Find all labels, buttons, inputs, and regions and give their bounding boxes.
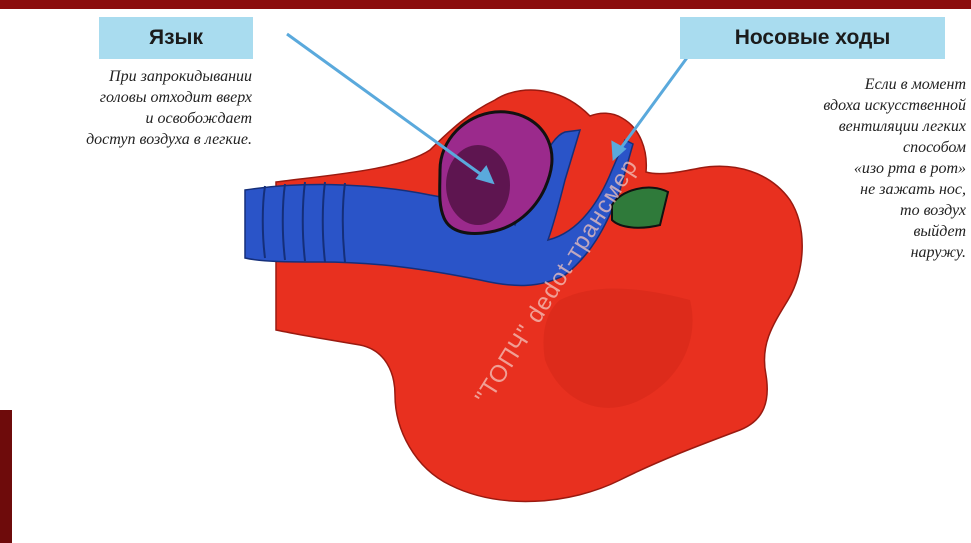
caption-line: наружу.: [720, 242, 966, 263]
caption-line: способом: [720, 137, 966, 158]
caption-line: Если в момент: [720, 74, 966, 95]
caption-line: то воздух: [720, 200, 966, 221]
tongue-label: Язык: [99, 17, 253, 59]
nasal-passages-label: Носовые ходы: [680, 17, 945, 59]
caption-line: не зажать нос,: [720, 179, 966, 200]
caption-line: вентиляции легких: [720, 116, 966, 137]
caption-line: доступ воздуха в легкие.: [30, 129, 252, 150]
caption-line: При запрокидывании: [30, 66, 252, 87]
caption-line: вдоха искусственной: [720, 95, 966, 116]
tongue-caption: При запрокидывании головы отходит вверх …: [30, 66, 252, 150]
caption-line: выйдет: [720, 221, 966, 242]
caption-line: «изо рта в рот»: [720, 158, 966, 179]
nasal-passages-caption: Если в момент вдоха искусственной вентил…: [720, 74, 966, 263]
caption-line: и освобождает: [30, 108, 252, 129]
caption-line: головы отходит вверх: [30, 87, 252, 108]
